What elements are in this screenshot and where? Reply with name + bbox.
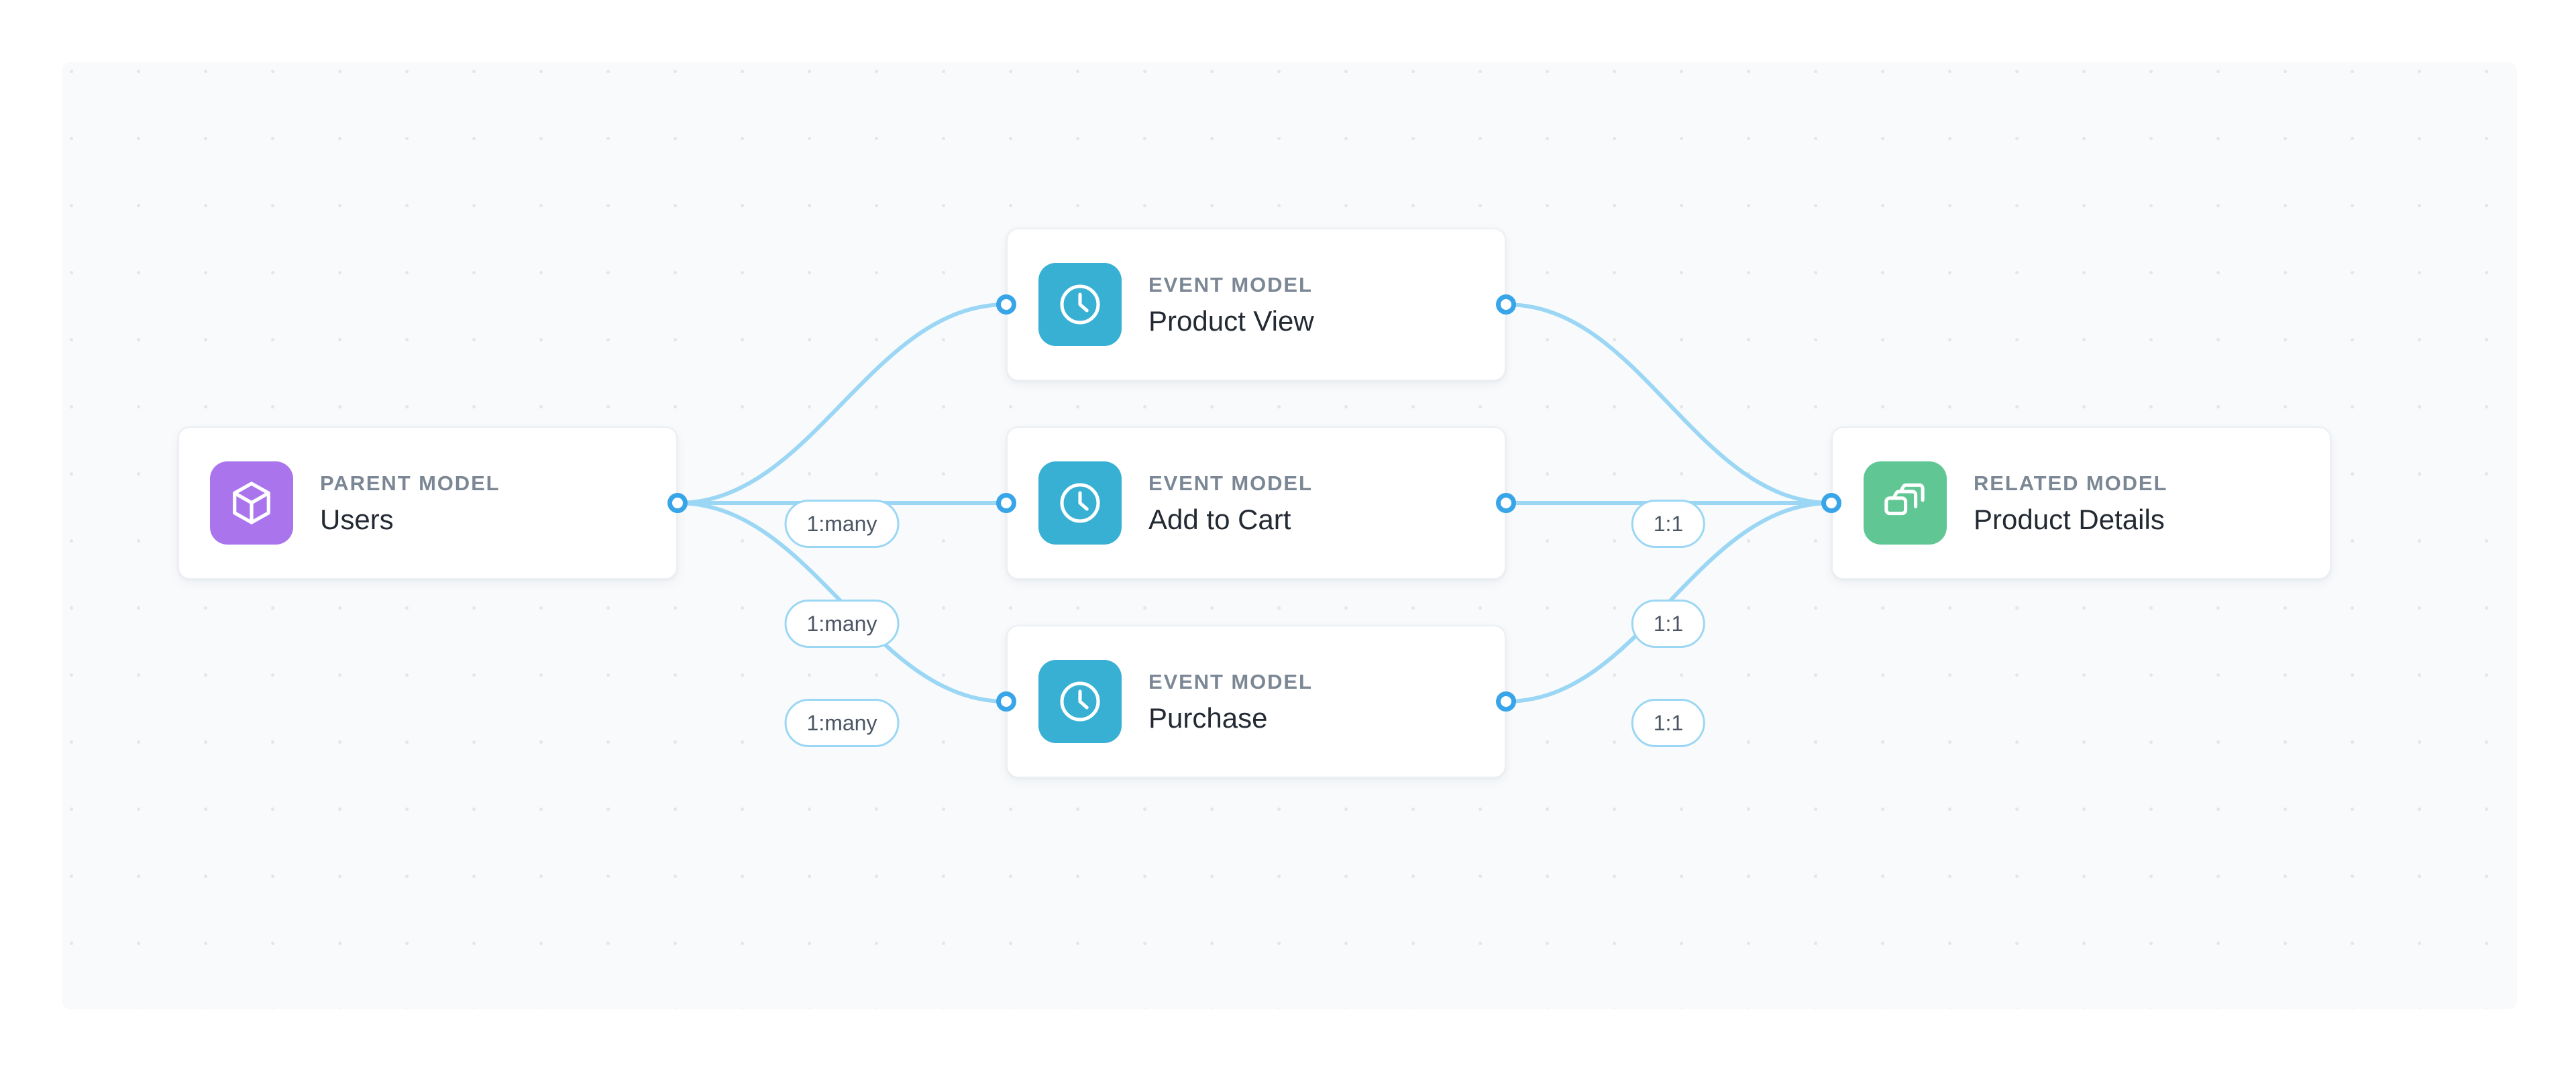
edge-label-users-purchase[interactable]: 1:many [784,699,900,747]
cube-icon [210,461,293,545]
port-users-right[interactable] [667,493,688,513]
edge-users-product-view [676,302,1008,505]
node-kind-label: EVENT MODEL [1148,471,1313,495]
node-title-label: Purchase [1148,701,1268,734]
port-product-view-right[interactable] [1496,294,1516,315]
node-purchase[interactable]: EVENT MODEL Purchase [1006,625,1506,778]
edge-product-view-product-details [1504,302,1833,505]
node-add-to-cart[interactable]: EVENT MODEL Add to Cart [1006,427,1506,579]
node-product-details[interactable]: RELATED MODEL Product Details [1831,427,2331,579]
port-add-to-cart-left[interactable] [996,493,1016,513]
node-kind-label: RELATED MODEL [1974,471,2168,495]
node-product-view[interactable]: EVENT MODEL Product View [1006,228,1506,381]
node-kind-label: PARENT MODEL [320,471,500,495]
port-add-to-cart-right[interactable] [1496,493,1516,513]
diagram-canvas[interactable]: PARENT MODEL Users EVENT MODEL Product V… [62,62,2517,1009]
node-kind-label: EVENT MODEL [1148,272,1313,296]
node-title-label: Users [320,503,394,535]
edge-label-purchase-product-details[interactable]: 1:1 [1631,699,1706,747]
port-product-details-left[interactable] [1821,493,1841,513]
node-title-label: Product View [1148,304,1314,337]
node-users[interactable]: PARENT MODEL Users [178,427,678,579]
clock-icon [1038,461,1122,545]
port-product-view-left[interactable] [996,294,1016,315]
node-title-label: Product Details [1974,503,2165,535]
node-title-label: Add to Cart [1148,503,1291,535]
clock-icon [1038,660,1122,743]
edge-label-users-add-to-cart[interactable]: 1:many [784,600,900,648]
edge-label-product-view-product-details[interactable]: 1:1 [1631,500,1706,548]
edge-label-users-product-view[interactable]: 1:many [784,500,900,548]
port-purchase-right[interactable] [1496,691,1516,712]
node-kind-label: EVENT MODEL [1148,669,1313,693]
edge-label-add-to-cart-product-details[interactable]: 1:1 [1631,600,1706,648]
layers-icon [1864,461,1947,545]
clock-icon [1038,263,1122,346]
port-purchase-left[interactable] [996,691,1016,712]
